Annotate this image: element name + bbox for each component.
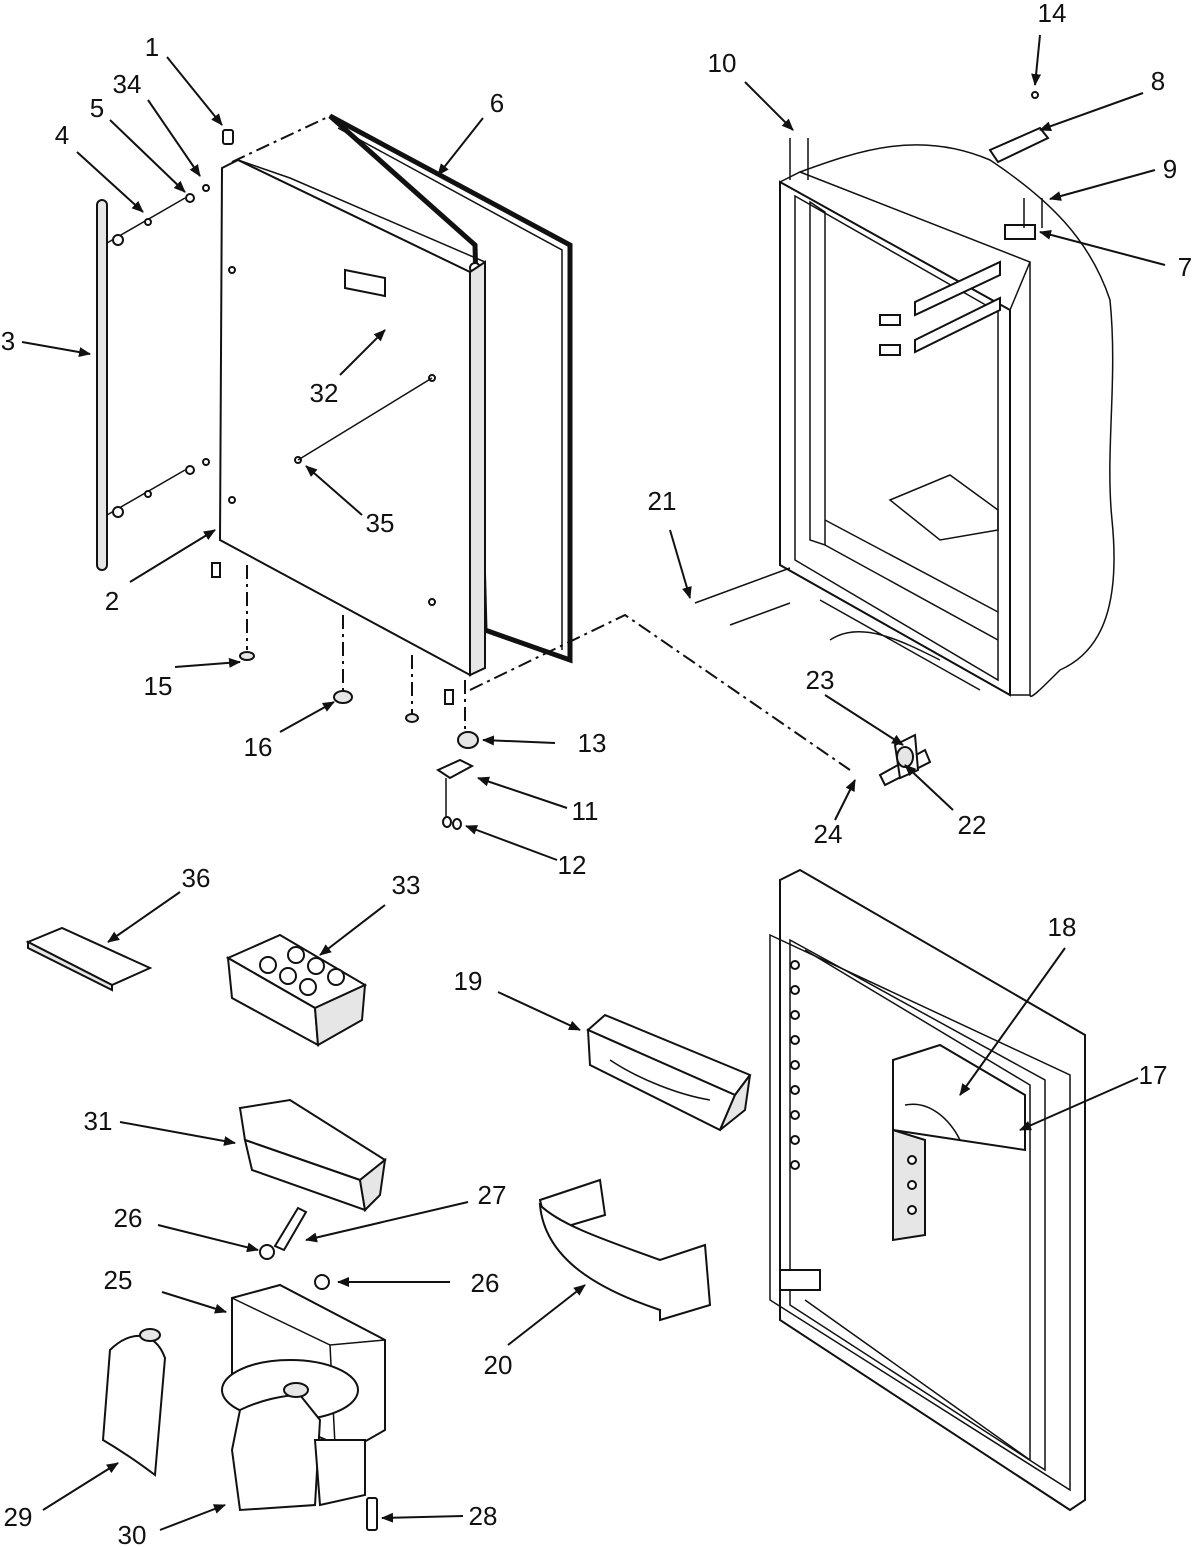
callout-32: 32 — [310, 378, 339, 408]
callout-7: 7 — [1178, 252, 1192, 282]
callout-22: 22 — [958, 810, 987, 840]
callout-29: 29 — [4, 1502, 33, 1532]
dispenser-cradle — [892, 1043, 1026, 1242]
callout-23: 23 — [806, 665, 835, 695]
callout-25: 25 — [104, 1265, 133, 1295]
callout-16: 16 — [244, 732, 273, 762]
callout-21: 21 — [648, 486, 677, 516]
callout-34: 34 — [113, 69, 142, 99]
cabinet-bottom-hinge — [694, 567, 932, 787]
hinge-alignment-line — [469, 613, 851, 771]
callout-24: 24 — [814, 819, 843, 849]
ice-bucket-30 — [230, 1382, 366, 1512]
callout-19: 19 — [454, 966, 483, 996]
callout-27: 27 — [478, 1180, 507, 1210]
callout-36: 36 — [182, 863, 211, 893]
callout-4: 4 — [55, 120, 69, 150]
thumbscrews — [259, 1206, 330, 1290]
door-bin-front-20 — [538, 1178, 712, 1322]
small-clip-28 — [366, 1497, 378, 1531]
dispenser-cover-29 — [101, 1328, 167, 1477]
callout-6: 6 — [490, 88, 504, 118]
door-bin-19 — [586, 1013, 752, 1132]
callout-30: 30 — [118, 1520, 147, 1547]
gasket-alignment-line — [231, 115, 331, 163]
callout-12: 12 — [558, 850, 587, 880]
callout-35: 35 — [366, 508, 395, 538]
callout-33: 33 — [392, 870, 421, 900]
callout-10: 10 — [708, 48, 737, 78]
callout-15: 15 — [144, 671, 173, 701]
tray — [25, 926, 153, 992]
callout-9: 9 — [1163, 154, 1177, 184]
leader-lines — [21, 34, 1166, 1531]
callout-14: 14 — [1038, 0, 1067, 28]
callout-11: 11 — [572, 796, 599, 826]
callout-18: 18 — [1048, 912, 1077, 942]
freezer-door — [769, 868, 1086, 1512]
callout-31: 31 — [84, 1106, 113, 1136]
egg-tray — [225, 933, 368, 1047]
callout-3: 3 — [1, 326, 15, 356]
callout-17: 17 — [1139, 1060, 1168, 1090]
callout-1: 1 — [145, 32, 159, 62]
callout-8: 8 — [1151, 66, 1165, 96]
door-panel — [218, 158, 486, 677]
handle-screws — [144, 129, 234, 498]
callout-5: 5 — [90, 93, 104, 123]
callout-2: 2 — [105, 586, 119, 616]
callout-26b: 26 — [471, 1268, 500, 1298]
door-handle — [96, 197, 186, 571]
refrigerator-cabinet — [779, 91, 1115, 697]
callout-28: 28 — [469, 1501, 498, 1531]
callout-13: 13 — [578, 728, 607, 758]
callout-26a: 26 — [114, 1203, 143, 1233]
door-bottom-hardware — [211, 562, 479, 830]
door-bin-31 — [238, 1098, 387, 1213]
callout-20: 20 — [484, 1350, 513, 1380]
